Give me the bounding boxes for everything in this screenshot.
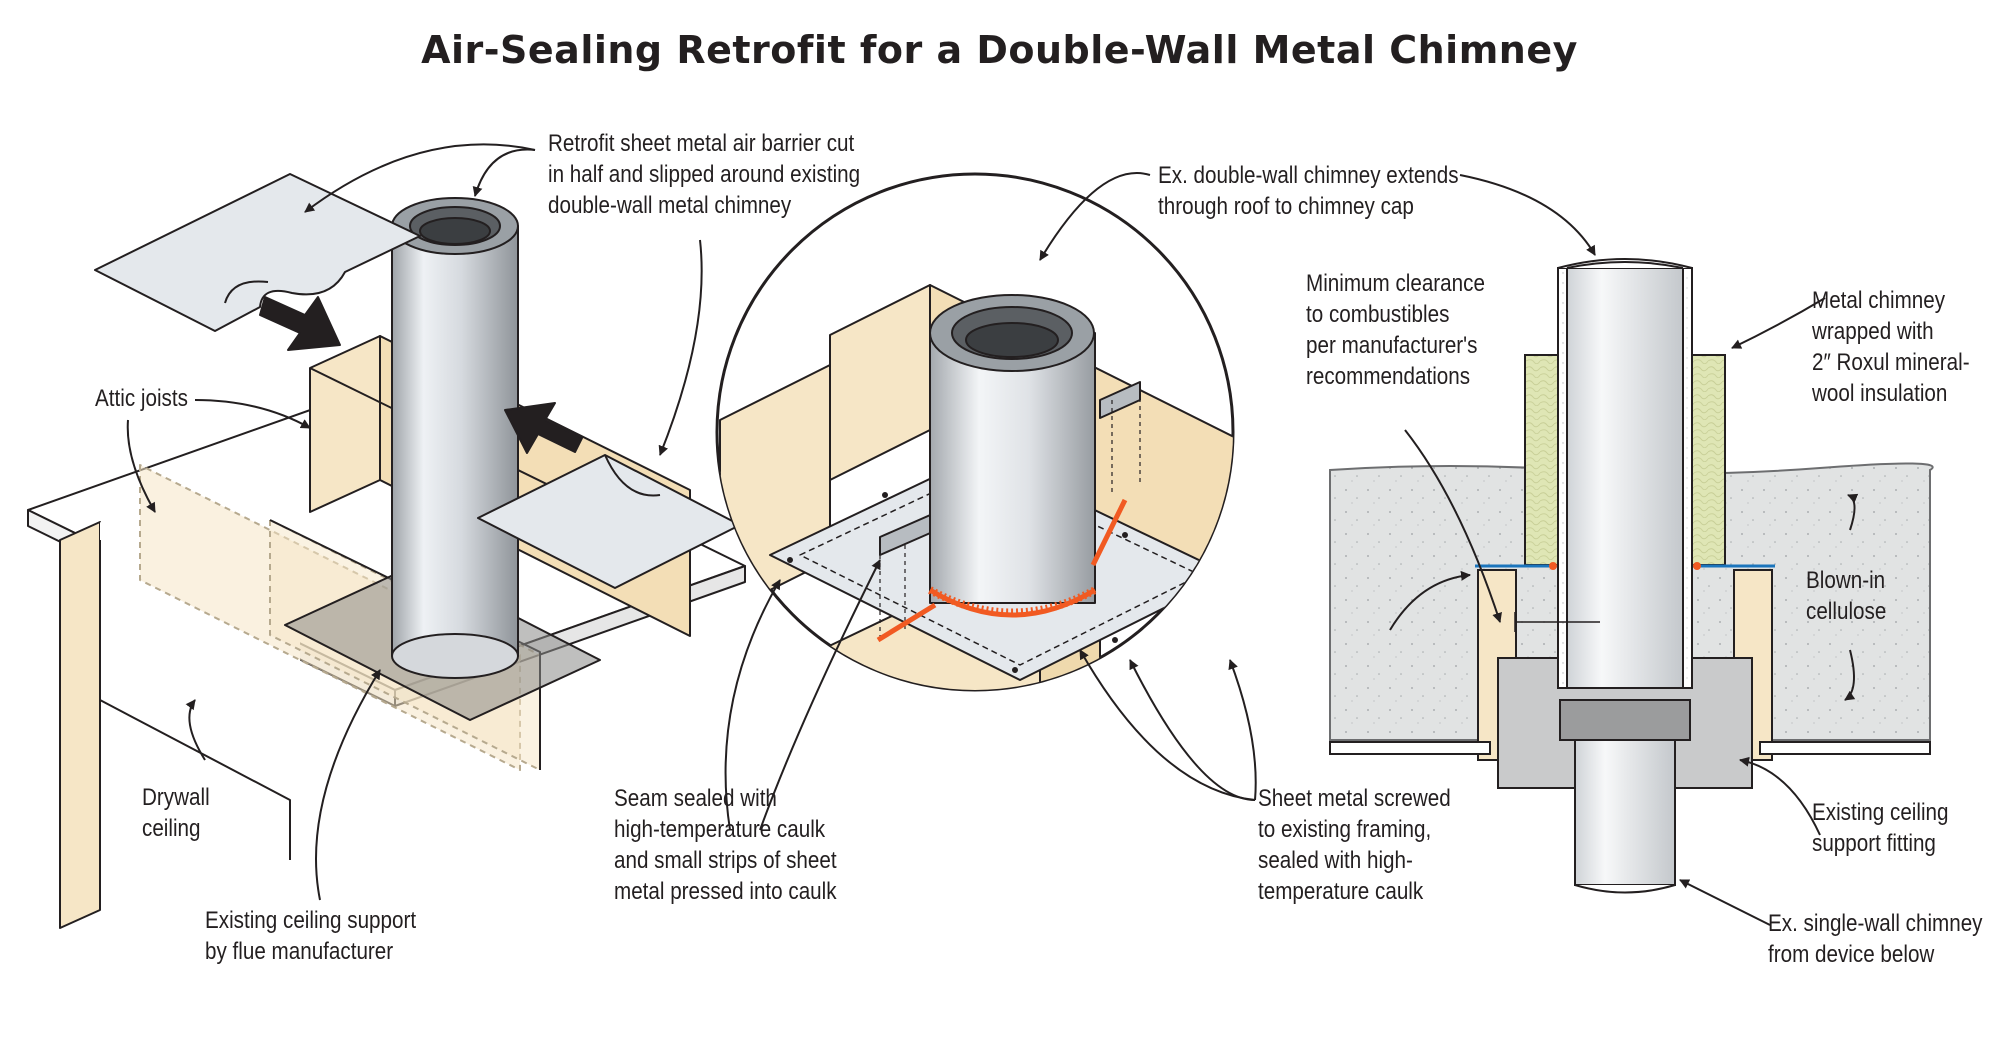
chimney-pipe-left: [391, 225, 519, 657]
label-retrofit-barrier: Retrofit sheet metal air barrier cut in …: [548, 130, 861, 219]
label-ceiling-support-fitting: Existing ceiling support fitting: [1812, 799, 1949, 857]
ceiling-drywall: [1329, 741, 1491, 755]
label-seam-sealed: Seam sealed with high-temperature caulk …: [614, 785, 837, 905]
single-wall-pipe: [1574, 739, 1676, 886]
lower-joist: [59, 521, 101, 929]
label-existing-support: Existing ceiling support by flue manufac…: [205, 907, 417, 965]
label-attic-joists: Attic joists: [95, 385, 188, 412]
label-min-clearance: Minimum clearance to combustibles per ma…: [1306, 270, 1485, 390]
left-assembly: [27, 173, 746, 929]
push-arrow-1: [259, 296, 341, 351]
label-double-wall-extends: Ex. double-wall chimney extends through …: [1158, 162, 1459, 220]
label-drywall-ceiling: Drywall ceiling: [142, 784, 210, 842]
label-single-wall-chimney: Ex. single-wall chimney from device belo…: [1768, 910, 1983, 968]
label-sheet-metal-screwed: Sheet metal screwed to existing framing,…: [1258, 785, 1451, 905]
label-metal-chimney-wrapped: Metal chimney wrapped with 2″ Roxul mine…: [1812, 287, 1970, 407]
label-blown-in-cellulose: Blown-in cellulose: [1806, 567, 1887, 625]
chimney-pipe-detail: [929, 332, 1096, 604]
barrier-half-upper: [94, 173, 421, 332]
chimney-inner-flue: [1566, 267, 1684, 689]
page-title: Air-Sealing Retrofit for a Double-Wall M…: [421, 28, 1578, 72]
right-section: [1329, 258, 1934, 894]
detail-circle: [715, 172, 1235, 692]
push-arrow-2: [504, 402, 583, 454]
attic-joist-back: [309, 335, 381, 513]
leader-lines: [126, 143, 1859, 926]
